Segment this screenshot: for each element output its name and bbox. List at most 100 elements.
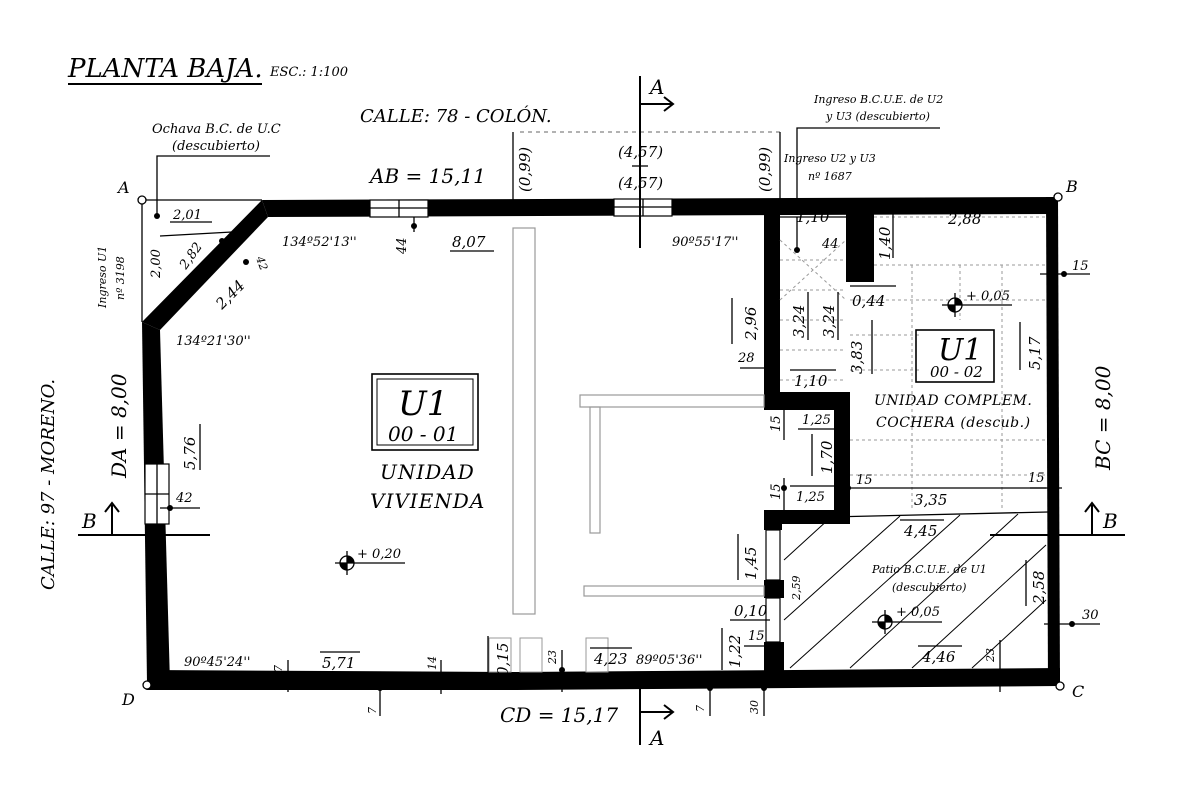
dim-324-b: 3,24 bbox=[820, 305, 838, 338]
dim-42-left-dot bbox=[167, 505, 173, 511]
angle-b: 90º55'17'' bbox=[672, 235, 738, 250]
dim-288: 2,88 bbox=[947, 210, 981, 228]
wall-interior-bottom bbox=[764, 642, 784, 672]
dim-258: 2,58 bbox=[1030, 571, 1048, 605]
dim-244: 2,44 bbox=[211, 276, 248, 313]
interior-partition-d bbox=[583, 585, 765, 597]
dim-44-left: 44 bbox=[395, 237, 410, 255]
u1-vivienda-box bbox=[371, 373, 479, 451]
dim-445: 4,45 bbox=[903, 522, 937, 540]
dim-125-a: 1,25 bbox=[802, 413, 831, 428]
wall-bottom-right bbox=[517, 668, 1060, 690]
cut-a-top-label: A bbox=[648, 75, 664, 99]
dim-170: 1,70 bbox=[818, 440, 836, 474]
dim-15-mid-b: 15 bbox=[856, 473, 873, 488]
dim-324-a: 3,24 bbox=[790, 305, 808, 338]
dim-30-right: 30 bbox=[1082, 608, 1099, 623]
dim-296: 2,96 bbox=[742, 306, 760, 341]
note-ingreso-u1-1: Ingreso U1 bbox=[96, 246, 109, 309]
wall-interior-post bbox=[764, 580, 784, 598]
corner-d-label: D bbox=[121, 690, 135, 709]
dim-200: 2,00 bbox=[149, 249, 164, 279]
u1-cochera-desc-1: UNIDAD COMPLEM. bbox=[874, 393, 1032, 409]
dim-259: 2,59 bbox=[790, 576, 803, 602]
dim-7-c-dot bbox=[707, 685, 713, 691]
wall-bottom-left bbox=[147, 670, 517, 690]
dim-201: 2,01 bbox=[172, 208, 202, 223]
note-patio-2: (descubierto) bbox=[892, 581, 966, 594]
dim-457-top: (4,57) bbox=[618, 143, 663, 161]
dim-125-b: 1,25 bbox=[796, 490, 825, 505]
dim-15-right-mid: 15 bbox=[1028, 471, 1045, 486]
dim-23-mid-dot bbox=[559, 667, 565, 673]
wall-chamfer bbox=[142, 200, 268, 330]
dim-571: 5,71 bbox=[322, 654, 355, 672]
dim-7-c: 7 bbox=[694, 705, 707, 712]
wall-right bbox=[1046, 197, 1060, 686]
patio-top-line bbox=[783, 511, 1049, 519]
dim-14-dot bbox=[438, 681, 444, 687]
dim-010: 0,10 bbox=[734, 602, 768, 620]
note-patio-1: Patio B.C.U.E. de U1 bbox=[871, 563, 987, 576]
corner-c-label: C bbox=[1072, 682, 1084, 701]
angle-a1: 134º52'13'' bbox=[282, 235, 357, 250]
note-ingreso-u2u3-1: Ingreso U2 y U3 bbox=[783, 152, 876, 165]
dim-15-low-dot bbox=[773, 643, 779, 649]
level-patio: + 0,05 bbox=[896, 605, 940, 620]
dim-44-right: 44 bbox=[821, 237, 839, 252]
dim-122: 1,22 bbox=[726, 635, 744, 668]
dim-dot-chamfer-b bbox=[243, 259, 249, 265]
u1-vivienda-desc-2: VIVIENDA bbox=[370, 489, 485, 513]
interior-partition-a bbox=[512, 227, 536, 615]
leader-ingreso-u2u3-dot bbox=[794, 247, 800, 253]
dim-015: 0,15 bbox=[494, 643, 512, 676]
street-left-label: CALLE: 97 - MORENO. bbox=[38, 379, 59, 590]
corner-a-point bbox=[137, 195, 147, 205]
level-vivienda: + 0,20 bbox=[357, 547, 401, 562]
u1-vivienda-code: 00 - 01 bbox=[388, 422, 458, 446]
cut-a-top-arrowhead bbox=[663, 96, 675, 112]
note-ochava-2: (descubierto) bbox=[172, 139, 260, 154]
interior-partition-c bbox=[589, 406, 601, 534]
note-ochava-1: Ochava B.C. de U.C bbox=[152, 122, 281, 137]
dim-15-mid-c-dot bbox=[781, 485, 787, 491]
dim-44-left-dot bbox=[411, 223, 417, 229]
dim-446: 4,46 bbox=[921, 648, 956, 666]
dim-23-right-dot bbox=[997, 674, 1003, 680]
door-patio bbox=[765, 529, 781, 581]
corner-d-point bbox=[142, 680, 152, 690]
dim-28: 28 bbox=[737, 351, 755, 366]
angle-c: 89º05'36'' bbox=[636, 653, 702, 668]
corner-a-label: A bbox=[116, 178, 130, 197]
dim-140: 1,40 bbox=[876, 226, 894, 260]
cut-b-left-label: B bbox=[81, 509, 97, 533]
dim-14: 14 bbox=[426, 656, 439, 670]
dim-30-bottom-dot bbox=[761, 685, 767, 691]
garage-grid bbox=[779, 216, 1046, 510]
dim-517: 5,17 bbox=[1026, 336, 1044, 370]
note-ingreso-bcue-1: Ingreso B.C.U.E. de U2 bbox=[813, 93, 943, 106]
interior-partition-b bbox=[579, 394, 765, 408]
dim-15-low: 15 bbox=[748, 629, 765, 644]
dim-423: 4,23 bbox=[593, 650, 627, 668]
interior-partition-f bbox=[519, 637, 543, 673]
dim-15-mid-a-dot bbox=[781, 401, 787, 407]
dim-7-a: 7 bbox=[272, 665, 285, 672]
corner-b-label: B bbox=[1065, 177, 1078, 196]
note-ingreso-bcue-2: y U3 (descubierto) bbox=[825, 110, 930, 123]
dim-7-b: 7 bbox=[366, 707, 379, 714]
dim-110-top: 1,10 bbox=[796, 208, 830, 226]
side-da: DA = 8,00 bbox=[107, 373, 131, 479]
level-cochera: + 0,05 bbox=[966, 289, 1010, 304]
leader-ingreso-bcue bbox=[796, 127, 940, 200]
angle-d: 90º45'24'' bbox=[184, 655, 250, 670]
wall-interior-upper bbox=[764, 214, 780, 392]
cut-b-right-label: B bbox=[1102, 509, 1118, 533]
dim-044: 0,44 bbox=[852, 292, 885, 310]
dim-42-diag: 42 bbox=[253, 254, 270, 273]
leader-ochava-dot bbox=[154, 213, 160, 219]
dim-30-bottom: 30 bbox=[748, 700, 761, 714]
dim-7-a-dot bbox=[285, 679, 291, 685]
side-cd: CD = 15,17 bbox=[500, 703, 618, 727]
